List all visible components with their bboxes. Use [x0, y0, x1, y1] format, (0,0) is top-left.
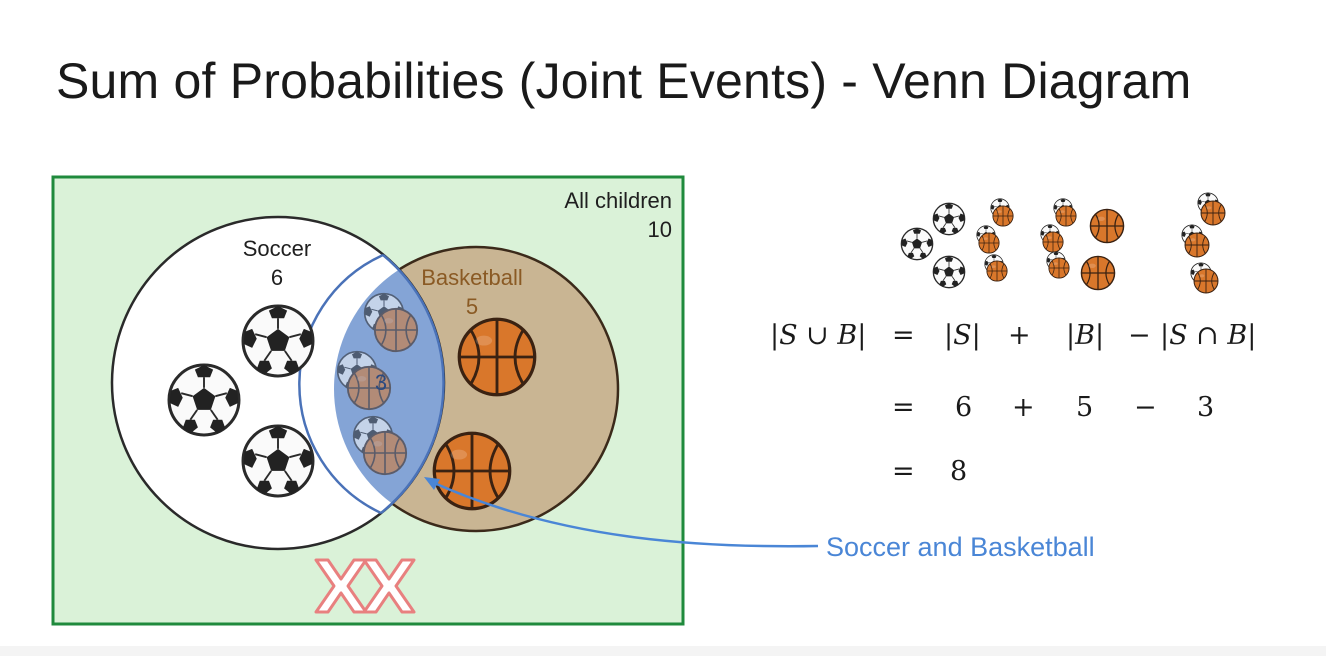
basketball-label: Basketball — [421, 265, 523, 290]
ball-group-both-2 — [1040, 198, 1125, 291]
equation-value-sb: 3 — [1197, 392, 1215, 423]
soccer-ball-icon — [900, 227, 934, 261]
soccer-ball-icon — [167, 363, 241, 437]
equation-minus-2: − — [1134, 392, 1157, 423]
cross-mark-icon — [362, 558, 416, 614]
soccer-ball-icon — [241, 304, 315, 378]
equation-term-b: |B| — [1066, 320, 1105, 351]
equation-equals-3: = — [892, 456, 915, 487]
basketball-count: 5 — [465, 294, 479, 319]
equation-minus-1: − — [1128, 320, 1151, 351]
equation-plus-1: + — [1008, 320, 1031, 351]
equation-term-sb: |S ∩ B| — [1160, 320, 1257, 351]
intersection-label: Soccer and Basketball — [826, 532, 1095, 562]
intersection-count: 3 — [374, 370, 388, 395]
soccer-ball-icon — [241, 424, 315, 498]
bottom-strip — [0, 646, 1326, 656]
equation-result: 8 — [950, 456, 968, 487]
ball-group-soccer — [900, 202, 966, 289]
equation-equals-1: = — [892, 320, 915, 351]
equation-term-s: |S| — [944, 320, 981, 351]
pointer-arrow — [431, 480, 819, 548]
soccer-ball-icon — [932, 255, 966, 289]
equation-value-b: 5 — [1076, 392, 1094, 423]
basketball-icon — [457, 317, 537, 397]
equation-equals-2: = — [892, 392, 915, 423]
basketball-icon — [1080, 255, 1116, 291]
equation-plus-2: + — [1012, 392, 1035, 423]
basketball-icon — [1089, 208, 1125, 244]
universe-count: 10 — [647, 217, 672, 242]
soccer-count: 6 — [270, 265, 284, 290]
soccer-label: Soccer — [242, 236, 312, 261]
page-title: Sum of Probabilities (Joint Events) - Ve… — [56, 53, 1192, 109]
ball-group-both-3 — [1181, 192, 1226, 294]
equation-value-s: 6 — [955, 392, 973, 423]
universe-label: All children — [564, 188, 672, 213]
ball-group-both-1 — [976, 198, 1014, 282]
equation-lhs: |S ∪ B| — [770, 320, 867, 351]
soccer-ball-icon — [932, 202, 966, 236]
